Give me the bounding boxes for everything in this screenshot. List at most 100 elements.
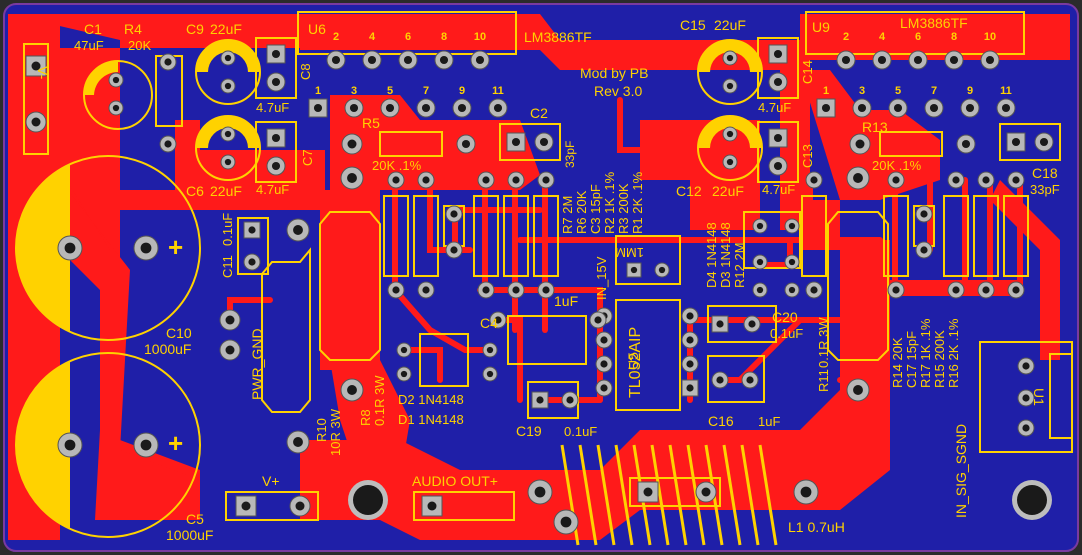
r17-outline: [943, 195, 969, 277]
r4-pad-1: [159, 53, 177, 71]
c17-pad-2: [915, 241, 933, 259]
d3-d4-outline: [743, 211, 801, 269]
c9-pad-2: [220, 78, 236, 94]
u6-pin-label-7: 7: [423, 85, 429, 97]
r13-outline: [879, 131, 943, 157]
label-c16: C16: [708, 413, 734, 429]
label-vplus: V+: [262, 473, 280, 489]
copper-mid-bar: [120, 190, 330, 210]
label-c20-val: 0.1uF: [770, 326, 803, 341]
c5-pad-pos: [133, 432, 159, 458]
label-c3: C3 15pF: [588, 184, 603, 234]
r11-pad-top: [846, 166, 870, 190]
label-r10: R10: [314, 418, 329, 442]
label-c9: C9: [186, 21, 204, 37]
right-res-pad-bot-3: [977, 281, 995, 299]
r5-pad-2: [456, 134, 476, 154]
label-c10-val: 1000uF: [144, 341, 191, 357]
c3-pad-1: [445, 205, 463, 223]
u9-pin-label-7: 7: [931, 85, 937, 97]
label-r13-val: 20K .1%: [872, 158, 922, 173]
label-d3: D3 1N4148: [718, 222, 733, 288]
r10-outline: [261, 247, 311, 413]
label-1mm: 1MM: [615, 245, 644, 260]
audio-out-outline: [413, 491, 515, 521]
r10-pad-top: [286, 218, 310, 242]
u6-pin-bottom-5: [452, 98, 472, 118]
label-c6-val: 22uF: [210, 183, 242, 199]
label-r4: R4: [124, 21, 142, 37]
mounting-hole-right: [1012, 480, 1052, 520]
label-c19: C19: [516, 423, 542, 439]
vminus-outline: [23, 43, 49, 155]
label-r15: R15 200K: [932, 330, 947, 388]
c14-pad-1: [768, 44, 788, 64]
silkscreen-layer: [15, 11, 1073, 538]
u6-pin-label-4: 4: [369, 31, 376, 43]
jumper-pad-2: [654, 262, 670, 278]
right-res-pad-top-3: [977, 171, 995, 189]
u9-pin-top-1: [836, 50, 856, 70]
label-c12-val: 22uF: [712, 183, 744, 199]
d1-pad-2: [482, 366, 498, 382]
u6-pin-bottom-4: [416, 98, 436, 118]
u6-pin-bottom-6: [488, 98, 508, 118]
label-d1: D1 1N4148: [398, 412, 464, 427]
r12-pad-b: [752, 282, 768, 298]
c4-pad-2: [589, 311, 607, 329]
label-c4-val: 1uF: [554, 293, 578, 309]
vminus-pad-1: [25, 55, 47, 77]
label-r14: R14 20K: [890, 337, 905, 388]
label-c16-val: 1uF: [758, 414, 780, 429]
c16-pad-1: [711, 371, 729, 389]
label-c11: C11: [220, 255, 235, 278]
vminus-pad-2: [25, 111, 47, 133]
r3-outline: [503, 195, 529, 277]
label-r6: R6 20K: [574, 190, 589, 234]
label-c5: C5: [186, 511, 204, 527]
r2-outline: [473, 195, 499, 277]
d4-pad-2: [784, 218, 800, 234]
label-r17: R17 1K .1%: [918, 318, 933, 388]
left-res-pad-top-4: [537, 171, 555, 189]
c2-pad-2: [534, 132, 554, 152]
r14-outline: [883, 195, 909, 277]
c9-pad-1: [220, 50, 236, 66]
c6-pad-1: [220, 126, 236, 142]
c2-pad-1: [506, 132, 526, 152]
c10-plus-mark: +: [168, 232, 183, 262]
c5-minus-mark: -: [28, 428, 37, 458]
r4-pad-2: [159, 135, 177, 153]
c11-pad-1: [243, 221, 261, 239]
l1-pad-end-1: [553, 509, 579, 535]
c8-pad-1: [266, 44, 286, 64]
r8-pad-top: [340, 166, 364, 190]
u9-pin-label-1: 1: [823, 85, 829, 97]
c15-pad-2: [722, 78, 738, 94]
label-c20: C20: [772, 309, 798, 325]
l1-pad-outline: [629, 477, 721, 507]
u6-pin-top-4: [434, 50, 454, 70]
u9-pin-label-4: 4: [879, 31, 886, 43]
c4-pad-1: [489, 311, 507, 329]
c19-pad-1: [531, 391, 549, 409]
u5-pin-left-3: [595, 355, 613, 373]
jumper-pad-1: [626, 262, 642, 278]
label-vminus: V-: [35, 66, 51, 80]
u5-pin-right-3: [681, 355, 699, 373]
copper-u6-pour: [330, 95, 540, 190]
r12-outline: [801, 195, 827, 277]
label-u5: U5: [625, 352, 641, 370]
right-res-pad-top-0: [805, 171, 823, 189]
u9-pin-bottom-2: [852, 98, 872, 118]
label-c7-val: 4.7uF: [256, 182, 289, 197]
cap-polarity-marks: [15, 40, 762, 529]
label-c12: C12: [676, 183, 702, 199]
jumper-1mm-outline: [615, 235, 681, 285]
pwr-gnd-pad-2: [219, 339, 241, 361]
left-res-pad-top-2: [477, 171, 495, 189]
label-d2: D2 1N4148: [398, 392, 464, 407]
mounting-hole-left: [348, 480, 388, 520]
u9-pin-top-5: [980, 50, 1000, 70]
copper-right-trace: [990, 180, 1060, 360]
